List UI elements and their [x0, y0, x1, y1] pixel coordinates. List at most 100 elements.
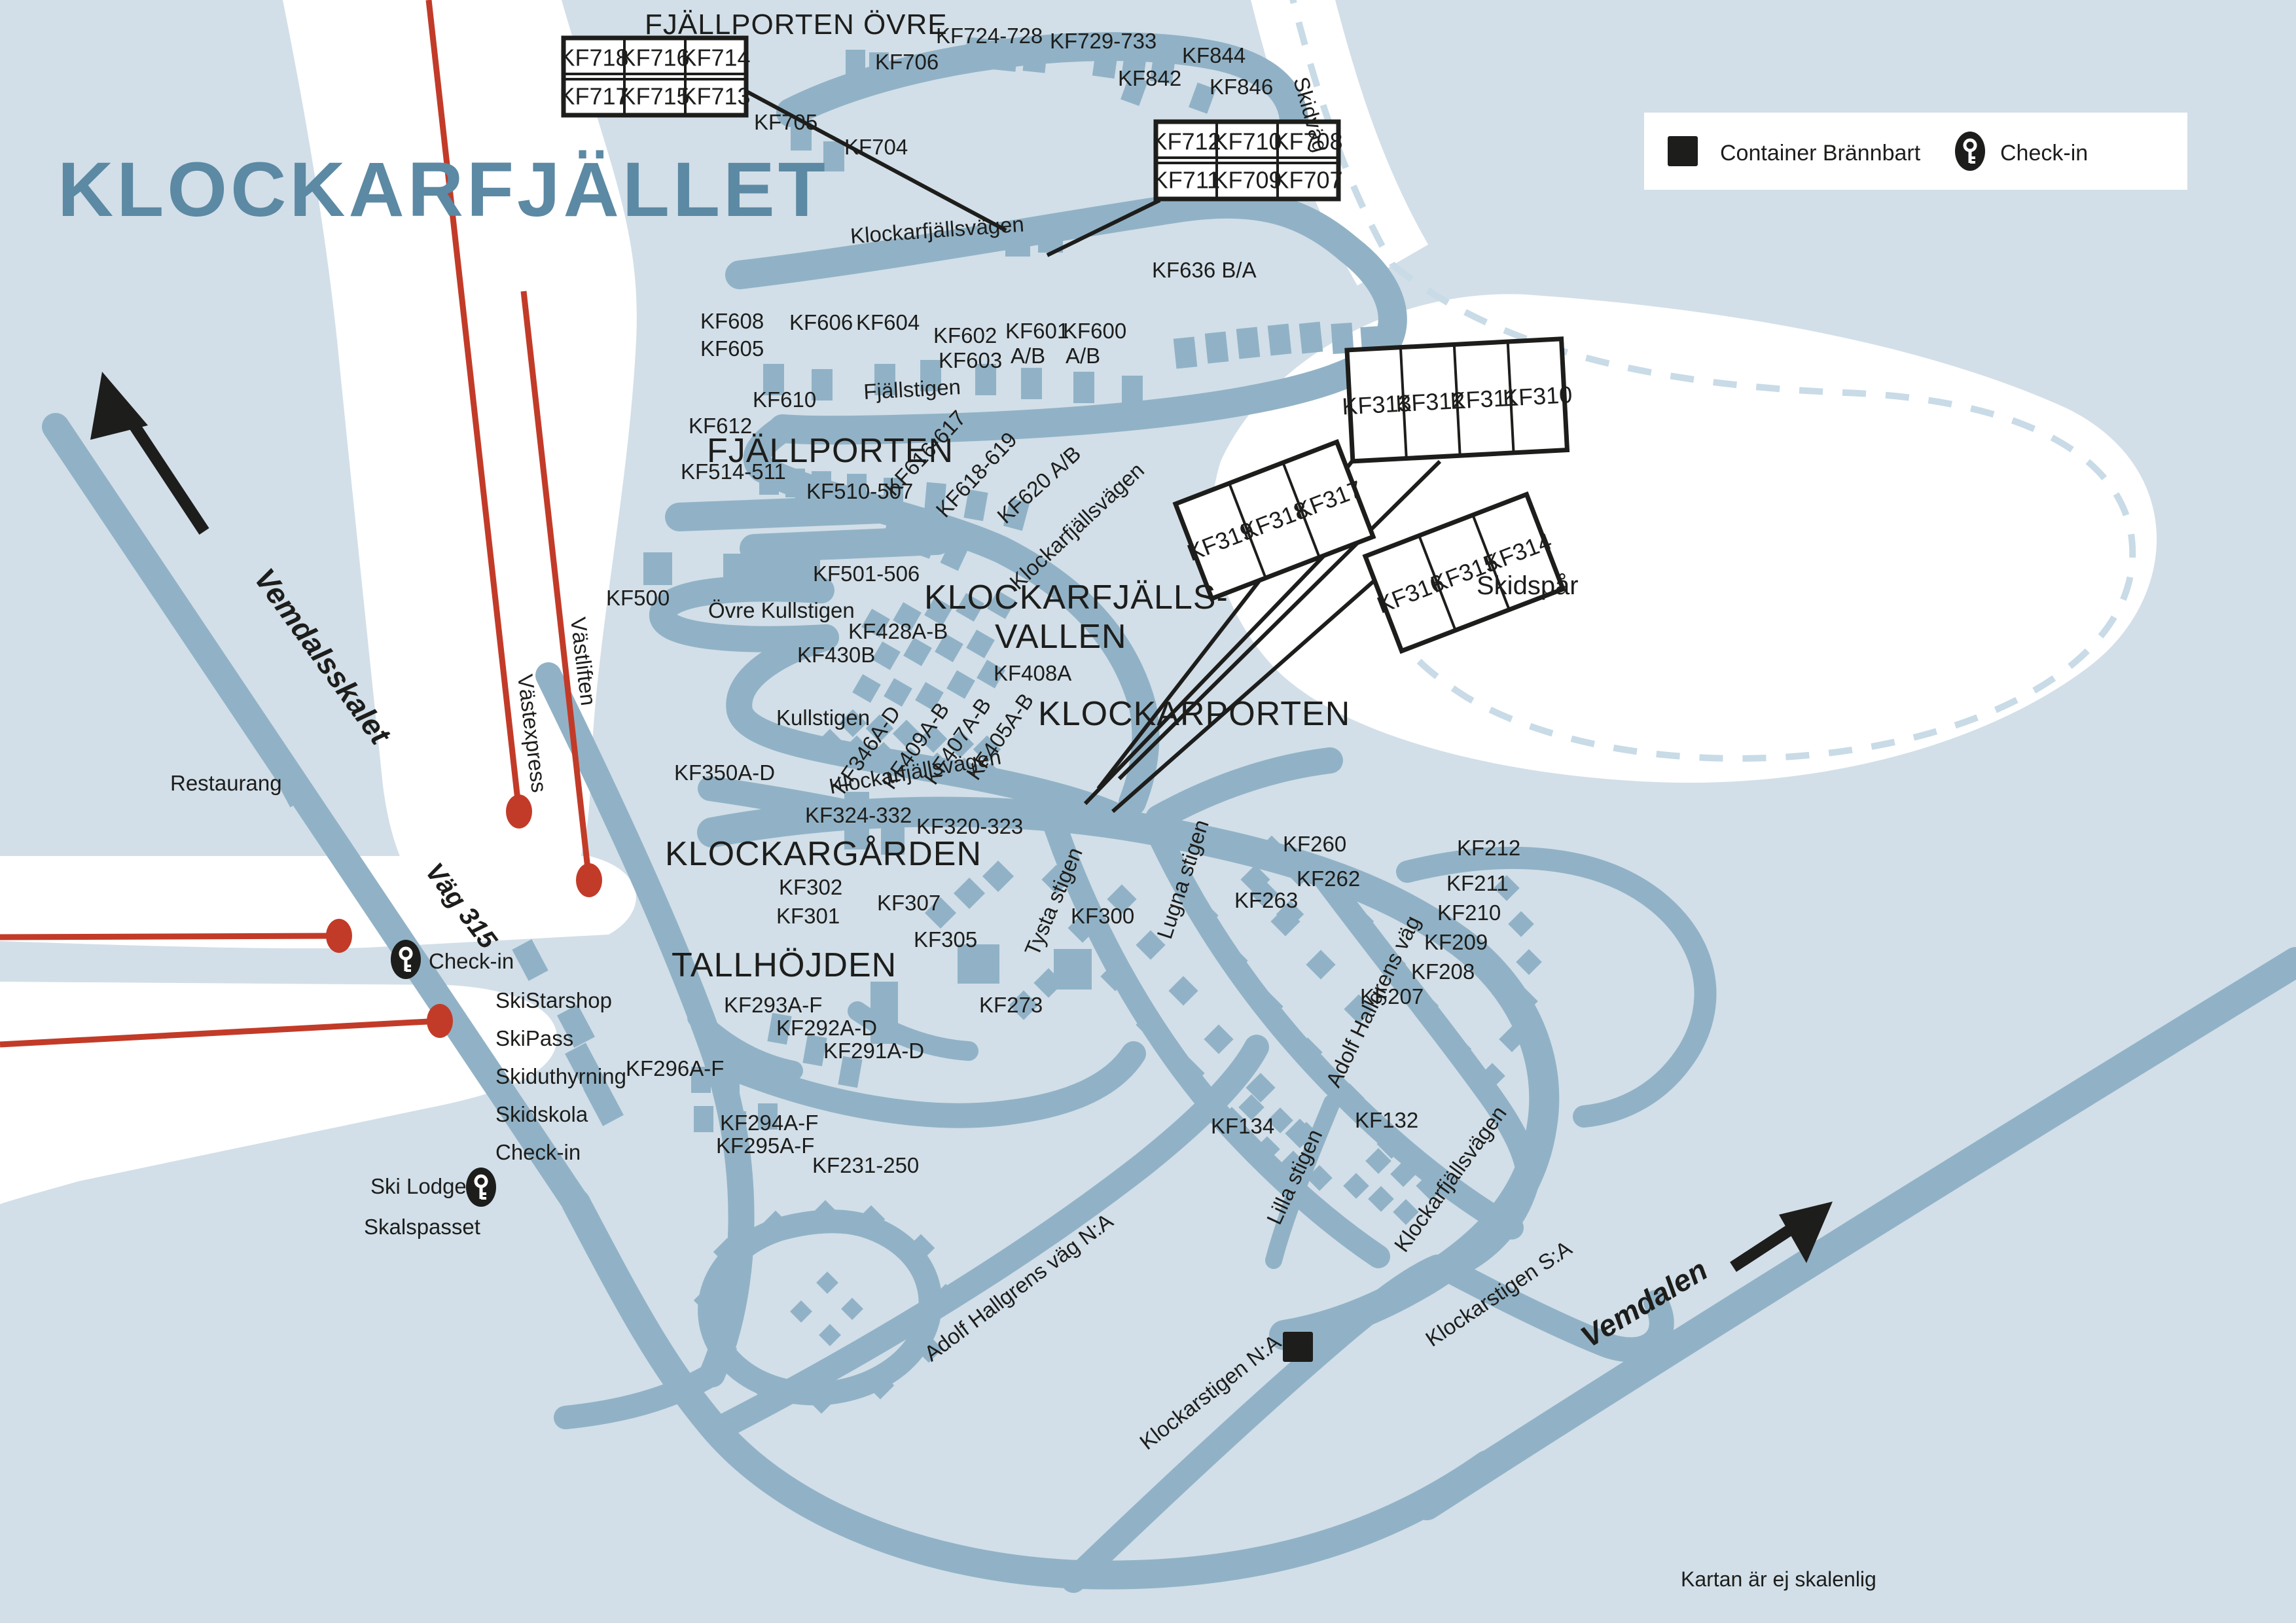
cabin-marker [720, 1072, 740, 1098]
map-label-kf704: KF704 [844, 135, 908, 159]
cabin-marker [903, 637, 932, 666]
cabin-tables: KF718KF716KF714KF717KF715KF713KF712KF710… [559, 35, 1573, 654]
cabin-marker [1067, 913, 1098, 943]
cabin-marker [1009, 990, 1039, 1020]
map-label-kf207: KF207 [1360, 984, 1424, 1008]
pointer-kf316-table [1111, 574, 1381, 813]
container-symbol: C [1289, 1334, 1306, 1361]
cabin-marker [1267, 323, 1292, 356]
cabin-cell-kf710: KF710 [1212, 128, 1282, 155]
cabin-marker [923, 752, 952, 781]
cabin-marker [975, 364, 996, 395]
cabin-marker [1344, 994, 1374, 1024]
road-kf212-loop [1396, 846, 1717, 1128]
cabin-marker [1003, 497, 1030, 531]
cabin-marker [906, 1234, 935, 1262]
cabin-marker [846, 50, 865, 79]
cabin-marker [1393, 1199, 1419, 1225]
cabin-marker [892, 719, 921, 748]
lift-station-dot [576, 863, 602, 897]
cabin-marker [1149, 49, 1177, 84]
map-label-kf602: KF602 [933, 323, 997, 348]
road-vemdalsskalet [42, 413, 590, 1217]
cabin-cell-kf310: KF310 [1502, 381, 1573, 411]
map-label-a-b: A/B [1066, 344, 1100, 368]
map-label-kf636-b-a: KF636 B/A [1152, 258, 1257, 282]
map-label-kf134: KF134 [1211, 1114, 1274, 1138]
cabin-marker [1306, 1165, 1333, 1191]
cabin-marker [812, 471, 831, 500]
cabin-marker [691, 1067, 711, 1093]
cabin-marker [924, 482, 946, 513]
cabin-marker [759, 466, 779, 495]
map-label-kf706: KF706 [875, 50, 939, 74]
road-ovre-kullstigen [649, 575, 839, 652]
pointer-kf319-table [1083, 516, 1362, 806]
cabin-marker [1410, 991, 1439, 1020]
cabin-marker [565, 1043, 605, 1091]
road-adolf-hook [1450, 1168, 1540, 1275]
lift-station-dot [506, 794, 532, 829]
cabin-marker [914, 1334, 943, 1363]
cabin-marker [811, 1200, 840, 1228]
map-label-ski-lodge: Ski Lodge [370, 1174, 467, 1198]
map-label-kf231-250: KF231-250 [812, 1153, 919, 1177]
map-label-skipass: SkiPass [495, 1026, 573, 1050]
cabin-marker [1092, 44, 1119, 79]
map-label-vre-kullstigen: Övre Kullstigen [708, 598, 855, 622]
cabin-marker [1343, 1173, 1369, 1199]
pointer-kf313-table-2 [1117, 459, 1442, 781]
cabin-cell-kf713: KF713 [681, 83, 750, 110]
cabin-marker [1512, 988, 1538, 1014]
lift-vastliften-line [520, 291, 592, 881]
map-label-kf500: KF500 [606, 586, 670, 610]
cabin-marker [838, 709, 867, 738]
cabin-marker [583, 1078, 624, 1126]
map-label-klockarporten: KLOCKARPORTEN [1038, 695, 1350, 733]
cabin-marker [819, 1324, 841, 1346]
cabin-marker [1236, 327, 1261, 359]
cabin-marker [556, 1004, 596, 1048]
map-label-kf293a-f: KF293A-F [724, 993, 822, 1017]
cabin-marker [709, 1334, 738, 1363]
cabin-marker [869, 741, 898, 770]
road-stub-kf510 [740, 526, 952, 563]
road-fork-southwest [554, 1363, 724, 1429]
cabin-marker [993, 38, 1019, 72]
map-label-vallen: VALLEN [995, 618, 1127, 656]
map-label-skistarshop: SkiStarshop [495, 988, 612, 1012]
road-vemdalen [1412, 947, 2296, 1520]
cabin-marker [1022, 39, 1049, 73]
cabin-marker [790, 1300, 812, 1323]
cabin-marker [924, 597, 953, 626]
cabin-marker [1479, 1063, 1505, 1089]
cabin-marker [1331, 322, 1354, 355]
map-label-kf724-728: KF724-728 [936, 24, 1043, 48]
map-label-kf300: KF300 [1071, 904, 1134, 928]
cabin-marker [841, 1298, 863, 1320]
cabin-marker [893, 602, 922, 631]
cabin-marker [1121, 75, 1148, 106]
cabin-marker [512, 939, 548, 981]
map-label-kf510-507: KF510-507 [806, 479, 913, 503]
map-label-fj-llstigen: Fjällstigen [863, 374, 961, 404]
road-vag-315 [535, 662, 755, 1387]
cabin-marker [857, 1205, 886, 1234]
cabin-marker [1368, 1186, 1394, 1212]
map-label-kf320-323: KF320-323 [916, 814, 1023, 838]
map-label-skidskola: Skidskola [495, 1102, 588, 1126]
cabin-marker [884, 678, 912, 707]
cabin-marker [861, 609, 890, 637]
map-label-kf295a-f: KF295A-F [716, 1133, 814, 1158]
map-label-kf842: KF842 [1118, 66, 1181, 90]
map-label-kf514-511: KF514-511 [681, 459, 786, 484]
cabin-marker [1175, 1058, 1205, 1088]
cabin-marker [940, 537, 970, 571]
cabin-marker [1204, 331, 1229, 364]
cabin-marker [1508, 911, 1534, 937]
cabin-marker [713, 1238, 742, 1266]
cabin-marker [1335, 1083, 1365, 1113]
cabin-marker [881, 808, 905, 855]
page-title: KLOCKARFJÄLLET [58, 147, 829, 233]
map-label-kf428a-b: KF428A-B [848, 619, 948, 643]
